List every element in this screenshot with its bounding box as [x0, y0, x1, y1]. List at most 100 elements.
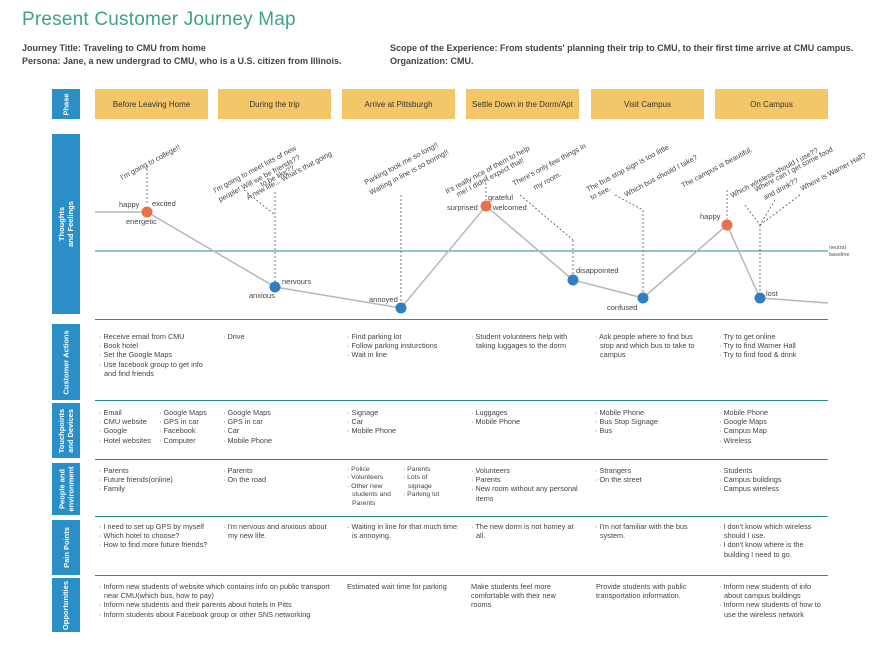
list-item: On the road — [223, 475, 335, 484]
pain-cell-2: I'm nervous and anxious about my new lif… — [223, 522, 335, 540]
people-cell-3: Police Volunteers Other new students and… — [347, 466, 462, 508]
list-item: Mobile Phone — [471, 417, 583, 426]
list-item: I'm nervous and anxious about my new lif… — [223, 522, 335, 540]
emotion-point — [721, 219, 733, 231]
list-item: Inform new students and their parents ab… — [99, 600, 337, 609]
feeling-label: excited — [152, 199, 176, 208]
row-label-opportunities: Opportunities — [52, 578, 80, 632]
people-cell-1: Parents Future friends(online) Family — [99, 466, 211, 494]
list-item: Other new students and Parents — [347, 483, 399, 508]
actions-cell-4: Student volunteers help with taking lugg… — [471, 332, 583, 350]
row-label-people: People and environment — [52, 463, 80, 515]
callout-line — [614, 194, 644, 211]
emotion-point — [269, 281, 281, 293]
emotion-point — [141, 206, 153, 218]
organization: Organization: CMU. — [390, 56, 474, 66]
list-item: Mobile Phone — [347, 426, 459, 435]
pain-cell-1: I need to set up GPS by myself Which hot… — [99, 522, 211, 550]
opportunities-cell-6: Inform new students of info about campus… — [719, 582, 831, 619]
divider — [95, 400, 828, 401]
actions-cell-1: Receive email from CMU Book hotel Set th… — [99, 332, 211, 378]
list-item: GPS in car — [159, 417, 215, 426]
callout-line — [243, 189, 276, 216]
list-item: Strangers — [595, 466, 707, 475]
baseline-label: neutral — [829, 245, 846, 251]
scope: Scope of the Experience: From students' … — [390, 43, 854, 53]
list-item: How to find more future friends? — [99, 540, 211, 549]
opportunities-cell-5: Provide students with public transportat… — [596, 582, 687, 601]
list-item: CMU website — [99, 417, 155, 426]
list-item: New room without any personal items — [471, 484, 583, 502]
list-item: Find parking lot — [347, 332, 459, 341]
list-item: Follow parking insturctions — [347, 341, 459, 350]
touchpoints-cell-6: Mobile Phone Google Maps Campus Map Wire… — [719, 408, 829, 445]
list-item: Computer — [159, 436, 215, 445]
divider — [95, 319, 828, 320]
list-item: Google Maps — [159, 408, 215, 417]
list-item: Try to find Warner Hall — [719, 341, 829, 350]
emotion-point — [395, 302, 407, 314]
list-item: Wait in line — [347, 350, 459, 359]
list-item: Students — [719, 466, 829, 475]
persona: Persona: Jane, a new undergrad to CMU, w… — [22, 56, 342, 66]
list-item: Car — [223, 426, 335, 435]
touchpoints-cell-1: Email CMU website Google Hotel websites … — [99, 408, 217, 445]
list-item: Mobile Phone — [595, 408, 707, 417]
journey-title: Journey Title: Traveling to CMU from hom… — [22, 43, 206, 53]
row-label-touchpoints: Touchpoints and Devices — [52, 403, 80, 458]
list-item: Campus Map — [719, 426, 829, 435]
actions-cell-6: Try to get online Try to find Warner Hal… — [719, 332, 829, 360]
feeling-label: confused — [607, 303, 637, 312]
list-item: On the street — [595, 475, 707, 484]
list-item: Google — [99, 426, 155, 435]
list-item: Wireless — [719, 436, 829, 445]
row-label-pain: Pain Points — [52, 520, 80, 575]
journey-meta-right: Scope of the Experience: From students' … — [390, 42, 853, 68]
list-item: Family — [99, 484, 211, 493]
touchpoints-cell-3: Signage Car Mobile Phone — [347, 408, 459, 436]
list-item: Signage — [347, 408, 459, 417]
opportunities-cell-3: Estimated wait time for parking — [347, 582, 447, 591]
list-item: Volunteers — [471, 466, 583, 475]
thought-text: The bus stop sign is too little — [585, 143, 671, 194]
phase-1: Before Leaving Home — [95, 89, 208, 119]
actions-cell-5: Ask people where to find bus stop and wh… — [595, 332, 707, 360]
feeling-label: grateful — [488, 193, 513, 202]
list-item: Inform new students of info about campus… — [719, 582, 831, 600]
phase-3: Arrive at Pittsburgh — [342, 89, 455, 119]
list-item: Mobile Phone — [719, 408, 829, 417]
feeling-label: disappointed — [576, 266, 619, 275]
pain-cell-4: The new dorm is not homey at all. — [471, 522, 583, 540]
list-item: Waiting in line for that much time is an… — [347, 522, 459, 540]
divider — [95, 459, 828, 460]
list-item: I don't know which wireless should I use… — [719, 522, 829, 540]
list-item: GPS in car — [223, 417, 335, 426]
divider — [95, 575, 828, 576]
pain-cell-5: I'm not familiar with the bus system. — [595, 522, 707, 540]
opportunities-cell-4: Make students feel more comfortable with… — [471, 582, 556, 610]
touchpoints-cell-5: Mobile Phone Bus Stop Signage Bus — [595, 408, 707, 436]
feeling-label: happy — [700, 212, 721, 221]
pain-cell-3: Waiting in line for that much time is an… — [347, 522, 459, 540]
feeling-label: lost — [766, 289, 779, 298]
list-item: Car — [347, 417, 459, 426]
list-item: Parents — [471, 475, 583, 484]
list-item: Try to find food & drink — [719, 350, 829, 359]
list-item: I'm not familiar with the bus system. — [595, 522, 707, 540]
journey-meta-left: Journey Title: Traveling to CMU from hom… — [22, 42, 342, 68]
list-item: Bus Stop Signage — [595, 417, 707, 426]
list-item: Campus wireless — [719, 484, 829, 493]
thought-text: It's really nice of them to help — [444, 144, 531, 196]
list-item: Ask people where to find bus stop and wh… — [595, 332, 707, 360]
emotion-point — [637, 292, 649, 304]
people-cell-4: Volunteers Parents New room without any … — [471, 466, 583, 503]
list-item: Bus — [595, 426, 707, 435]
list-item: Inform new students of how to use the wi… — [719, 600, 831, 618]
list-item: Inform new students of website which con… — [99, 582, 337, 600]
feeling-label: surprised — [447, 203, 478, 212]
callout-line — [759, 194, 801, 226]
callout-line — [759, 199, 776, 226]
list-item: Lots of signage — [403, 474, 449, 491]
feeling-label: welcomed — [492, 203, 527, 212]
list-item: Volunteers — [347, 474, 399, 482]
